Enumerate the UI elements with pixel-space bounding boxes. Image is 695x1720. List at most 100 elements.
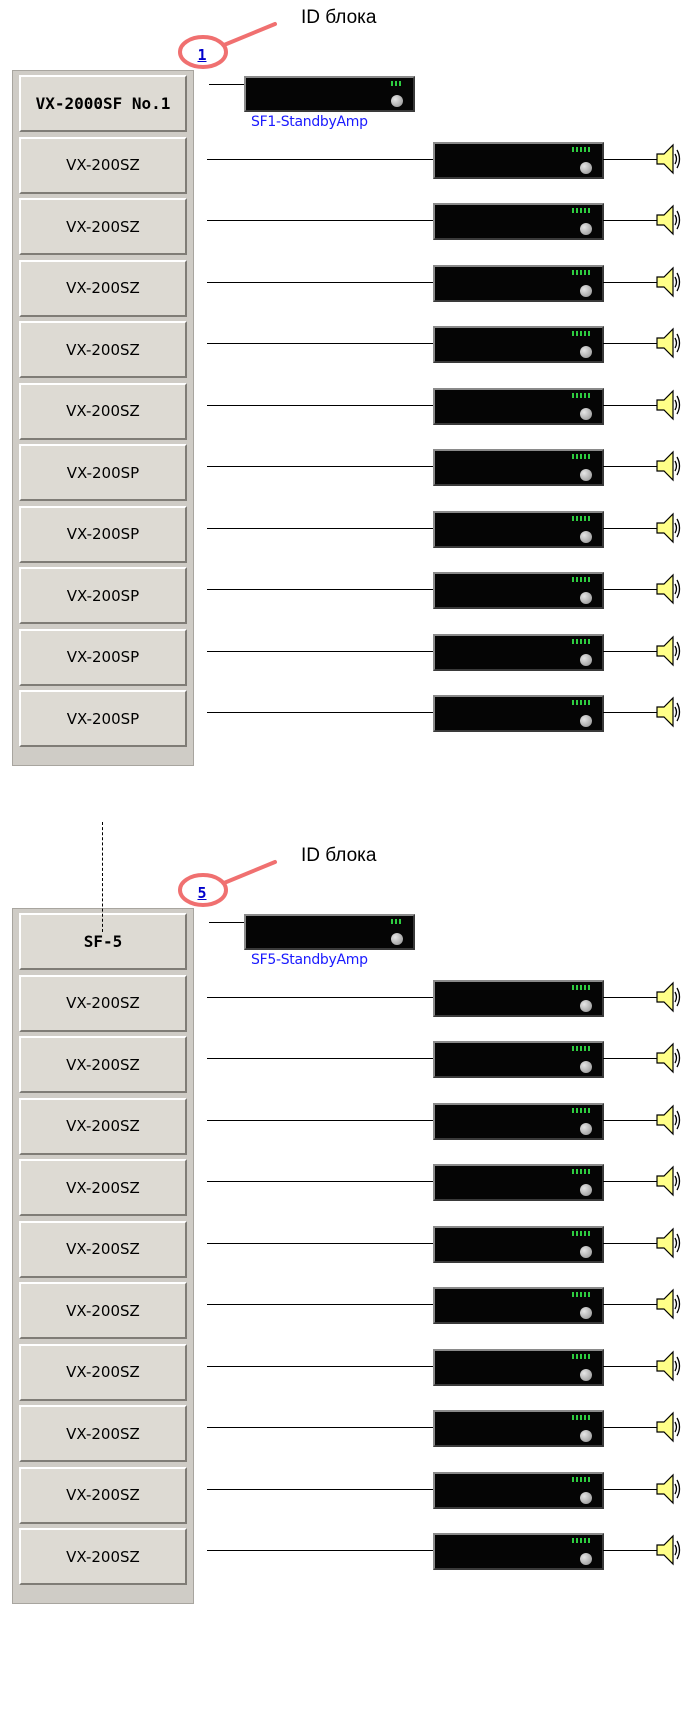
speaker-icon [656,1534,681,1566]
knob-icon [580,1553,592,1565]
standby-amp-label: SF1-StandbyAmp [251,114,368,130]
speaker-icon [656,1411,681,1443]
module-button[interactable]: VX-200SP [19,690,187,747]
module-button[interactable]: VX-200SZ [19,1528,187,1585]
level-meter-icon [572,1169,590,1174]
amplifier-icon [433,387,604,425]
module-button[interactable]: VX-200SP [19,567,187,624]
speaker-line [603,996,663,998]
amplifier-icon [433,203,604,240]
amplifier-icon [433,979,604,1017]
continuation-dashed-line [102,822,103,932]
module-button[interactable]: VX-200SZ [19,1282,187,1339]
knob-icon [580,592,592,604]
output-line [207,1119,435,1121]
level-meter-icon [572,1353,590,1359]
speaker-line [603,1242,663,1244]
knob-icon [580,653,592,666]
speaker-line [603,1365,663,1367]
module-button[interactable]: VX-200SZ [19,974,187,1032]
output-line [207,527,435,529]
level-meter-icon [572,1107,590,1113]
module-button[interactable]: VX-200SZ [19,1343,187,1401]
amplifier-icon [433,1533,604,1570]
output-line [207,996,435,998]
level-meter-icon [572,146,590,152]
output-line [207,281,435,283]
level-meter-icon [572,515,590,521]
module-button[interactable]: VX-200SP [19,444,187,501]
module-button[interactable]: VX-200SZ [19,1097,187,1155]
module-button[interactable]: VX-200SZ [19,1405,187,1462]
module-button[interactable]: VX-200SZ [19,198,187,255]
module-button[interactable]: VX-200SZ [19,1466,187,1524]
module-button[interactable]: VX-200SP [19,505,187,563]
speaker-line [603,466,663,467]
level-meter-icon [572,1230,590,1236]
output-line [207,1550,435,1551]
speaker-icon [656,1104,681,1135]
level-meter-icon [572,1046,590,1051]
output-line [207,404,435,406]
level-meter-icon [572,454,590,459]
module-button[interactable]: VX-200SZ [19,1220,187,1278]
frame-header-button[interactable]: SF-5 [19,913,187,970]
output-line [207,589,435,590]
speaker-line [603,527,663,529]
level-meter-icon [572,984,590,990]
knob-icon [580,530,592,543]
speaker-icon [656,389,681,420]
speaker-line [603,1488,663,1490]
module-button[interactable]: VX-200SZ [19,382,187,440]
speaker-icon [656,1473,681,1504]
module-button[interactable]: VX-200SZ [19,259,187,317]
speaker-icon [656,204,681,236]
speaker-icon [656,512,681,543]
level-meter-icon [572,331,590,336]
speaker-line [603,1058,663,1059]
speaker-line [603,281,663,283]
frame-header-button[interactable]: VX-2000SF No.1 [19,75,187,132]
speaker-icon [656,266,681,297]
speaker-line [603,220,663,221]
module-button[interactable]: VX-200SZ [19,1036,187,1093]
speaker-icon [656,1288,681,1320]
speaker-icon [656,1042,681,1074]
amplifier-icon [433,572,604,609]
module-button[interactable]: VX-200SZ [19,1159,187,1216]
speaker-line [603,1119,663,1121]
level-meter-icon [391,81,401,86]
level-meter-icon [572,638,590,644]
output-line [207,220,435,221]
amplifier-icon [433,449,604,486]
amplifier-icon [433,1287,604,1324]
output-line [207,1488,435,1490]
output-line [207,158,435,160]
knob-icon [580,1430,592,1442]
speaker-icon [656,981,681,1012]
level-meter-icon [572,269,590,275]
block-id-link[interactable]: 1 [197,46,207,64]
speaker-icon [656,327,681,359]
speaker-icon [656,1165,681,1197]
module-button[interactable]: VX-200SP [19,628,187,686]
speaker-line [603,1304,663,1305]
level-meter-icon [572,700,590,705]
level-meter-icon [572,392,590,398]
speaker-line [603,404,663,406]
module-button[interactable]: VX-200SZ [19,321,187,378]
knob-icon [580,715,592,727]
module-button[interactable]: VX-200SZ [19,136,187,194]
speaker-line [603,1181,663,1182]
amplifier-icon [433,1225,604,1263]
knob-icon [391,95,403,107]
standby-amplifier-icon [244,914,415,950]
knob-icon [580,999,592,1012]
amplifier-icon [433,1348,604,1386]
block-id-link[interactable]: 5 [197,884,207,902]
speaker-line [603,589,663,590]
block-id-callout-label: ID блока [301,7,377,28]
knob-icon [580,1184,592,1196]
amplifier-icon [433,1164,604,1201]
output-line [207,1058,435,1059]
